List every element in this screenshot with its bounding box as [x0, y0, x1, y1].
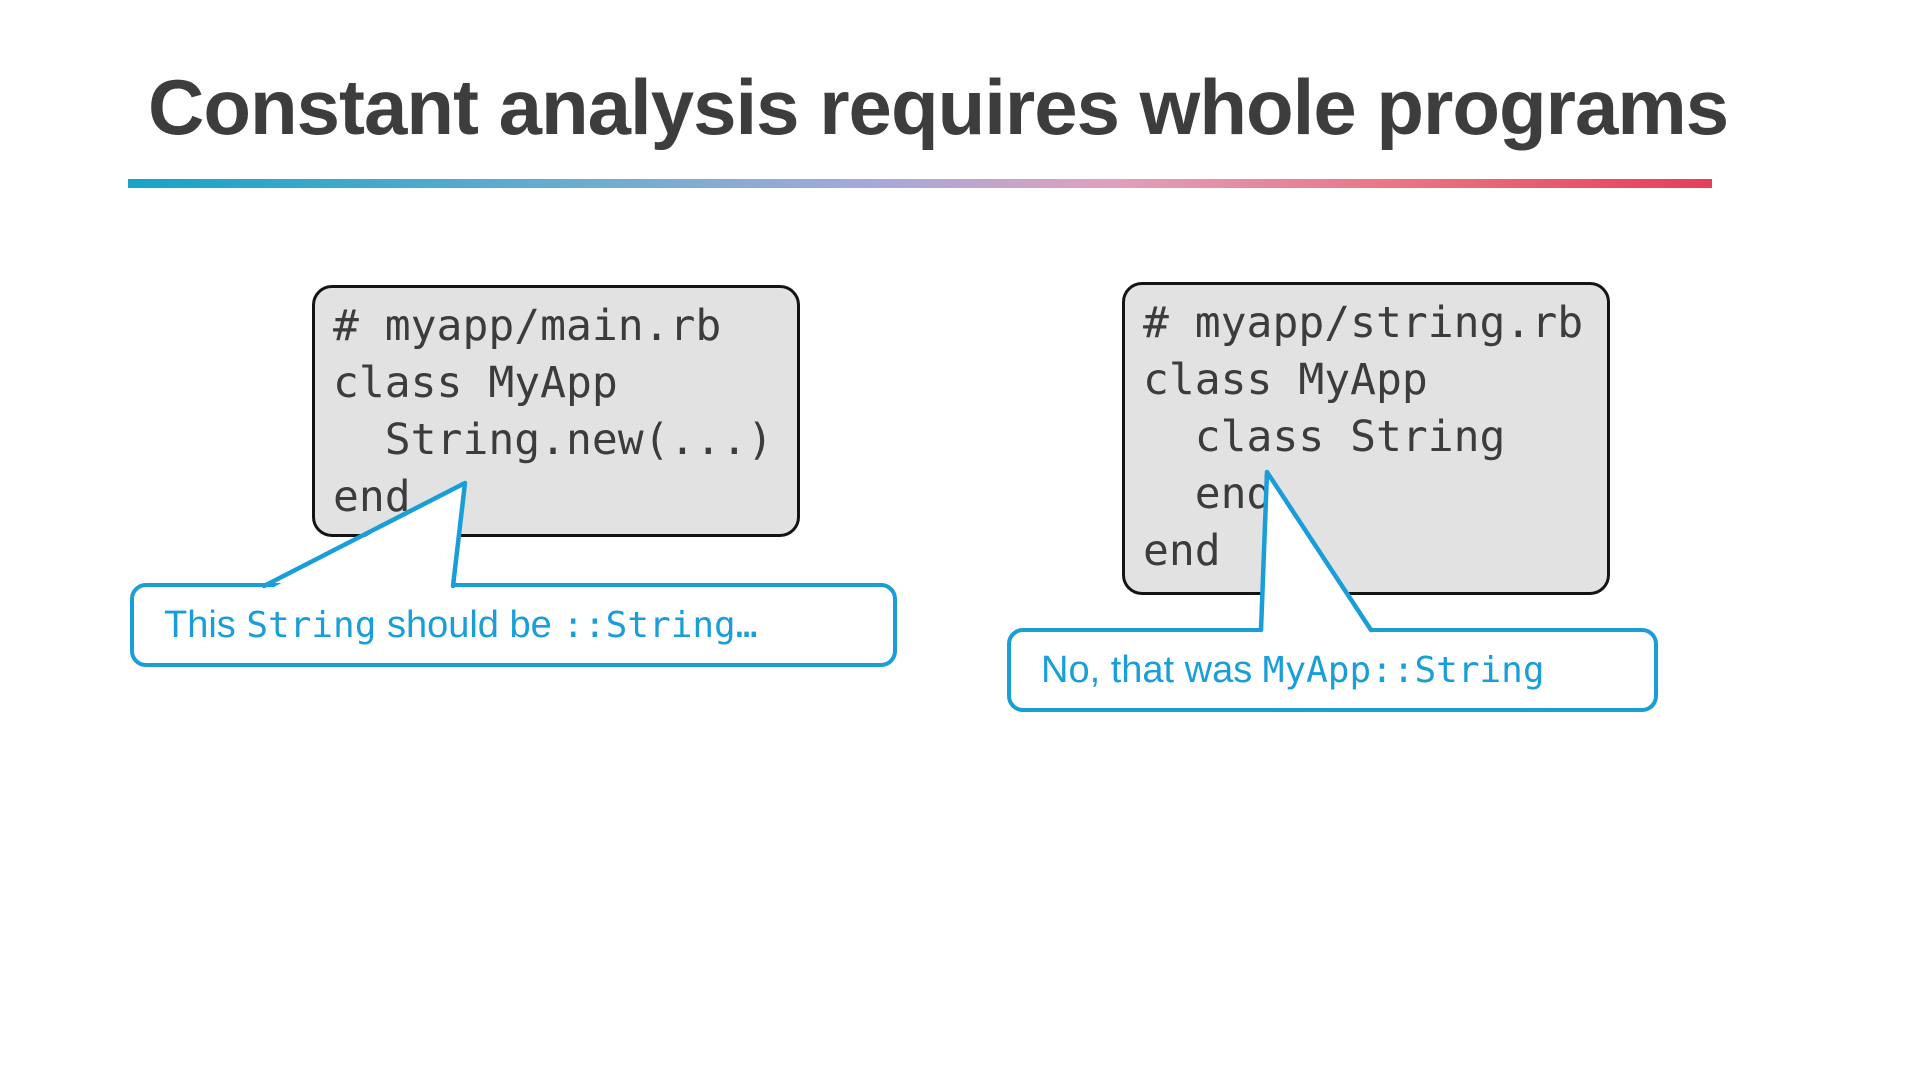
callout-text-segment: This	[164, 603, 247, 646]
code-line: end	[1143, 526, 1221, 576]
title-underline	[128, 179, 1712, 188]
callout-text-segment: should be	[376, 603, 563, 646]
code-line: class String	[1143, 412, 1506, 462]
code-line: class MyApp	[333, 358, 618, 408]
callout-text-segment: String	[246, 604, 377, 646]
code-line: String.new(...)	[333, 415, 774, 465]
code-line: end	[333, 472, 411, 522]
callout-text-segment: MyApp::String	[1262, 649, 1545, 691]
code-line: class MyApp	[1143, 355, 1428, 405]
callout-text-segment: No, that was	[1041, 648, 1263, 691]
code-line: # myapp/main.rb	[333, 301, 722, 351]
callout-text-segment: ::String…	[562, 604, 758, 646]
code-line: # myapp/string.rb	[1143, 298, 1584, 348]
callout-bubble-right: No, that was MyApp::String	[1007, 628, 1658, 712]
callout-bubble-left: This String should be ::String…	[130, 583, 897, 667]
slide-title: Constant analysis requires whole program…	[148, 63, 1729, 151]
code-box-main-rb: # myapp/main.rb class MyApp String.new(.…	[312, 285, 800, 537]
code-box-string-rb: # myapp/string.rb class MyApp class Stri…	[1122, 282, 1610, 595]
code-line: end	[1143, 469, 1273, 519]
